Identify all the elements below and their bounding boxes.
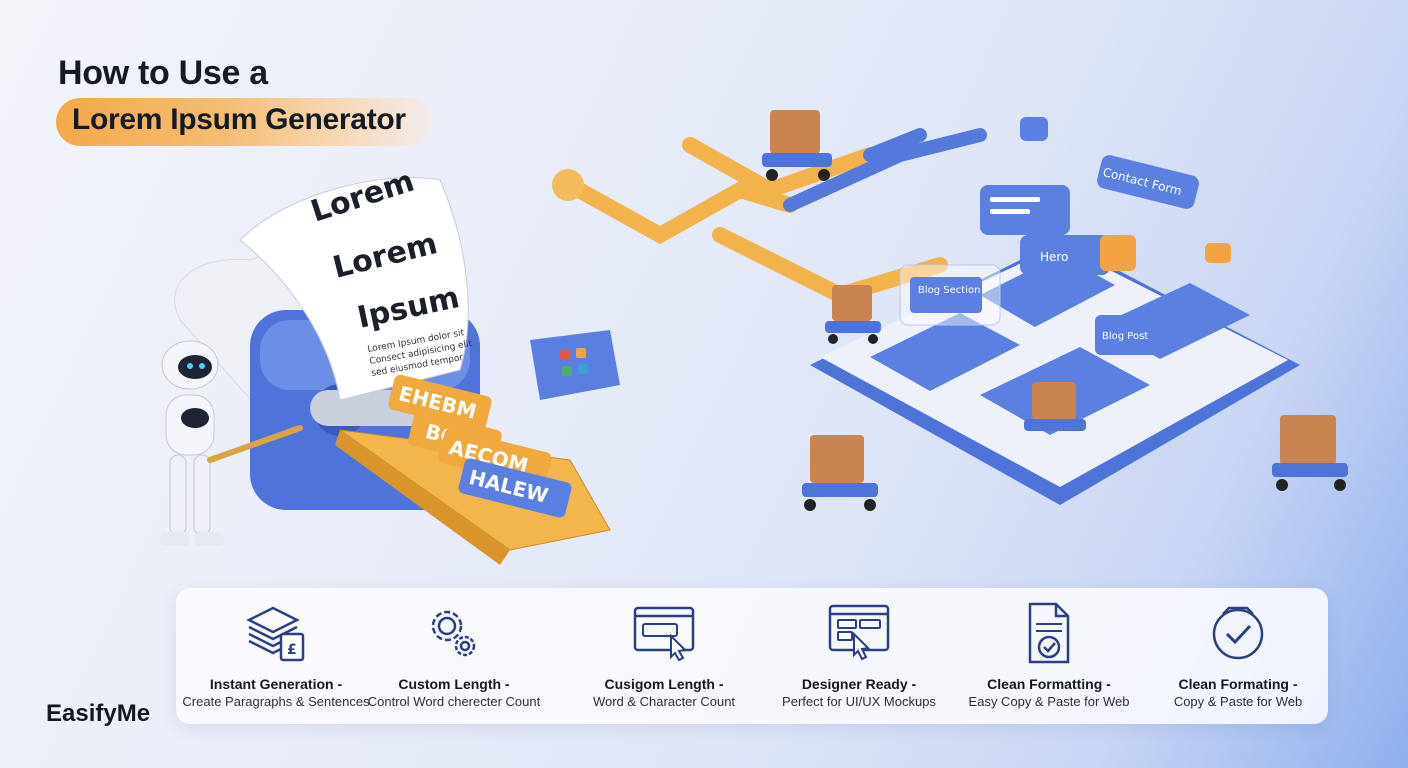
layout-click-icon	[828, 604, 890, 661]
feature-designer-ready: Designer Ready - Perfect for UI/UX Mocku…	[761, 600, 957, 710]
feature-clean-formating-2: Clean Formating - Copy & Paste for Web	[1140, 600, 1336, 710]
cart-platform	[1024, 382, 1086, 431]
feature-custom-length: Custom Length - Control Word cherecter C…	[356, 600, 552, 710]
feature-title: Instant Generation -	[209, 676, 343, 692]
badge-check-icon	[1212, 606, 1264, 660]
card-hero: Hero	[1040, 250, 1068, 264]
document-check-icon	[1028, 602, 1070, 664]
gears-icon	[431, 610, 476, 657]
cart-bottom-left	[802, 435, 878, 511]
features-panel	[176, 588, 1328, 724]
title-line-1: How to Use a	[58, 54, 268, 92]
hero-layout-illustration: Blog Section Hero Blog Post Contact Form	[552, 110, 1348, 511]
feature-title: Custom Length -	[398, 676, 510, 692]
cart-right	[1272, 415, 1348, 491]
feature-clean-formatting: Clean Formatting - Easy Copy & Paste for…	[951, 600, 1147, 710]
feature-subtitle: Copy & Paste for Web	[1173, 694, 1303, 709]
feature-instant-generation: £ Instant Generation - Create Paragraphs…	[178, 600, 374, 710]
feature-cusigom-length: Cusigom Length - Word & Character Count	[566, 600, 762, 710]
feature-subtitle: Perfect for UI/UX Mockups	[782, 694, 936, 709]
robot	[160, 340, 303, 546]
card-blog-post: Blog Post	[1102, 331, 1148, 342]
feature-subtitle: Word & Character Count	[592, 694, 736, 709]
title-highlight-pill	[56, 98, 432, 146]
feature-title: Clean Formating -	[1178, 676, 1298, 692]
feature-subtitle: Easy Copy & Paste for Web	[968, 694, 1130, 709]
hero-printer-illustration: Lorem Lorem Ipsum Lorem Ipsum dolor sit …	[160, 164, 620, 565]
feature-title: Cusigom Length -	[604, 676, 724, 692]
feature-subtitle: Control Word cherecter Count	[367, 694, 541, 709]
title-line-2: Lorem Ipsum Generator	[72, 103, 406, 136]
cart-top	[762, 110, 832, 181]
feature-title: Designer Ready -	[801, 676, 917, 692]
browser-cursor-icon	[633, 606, 695, 662]
cart-middle	[825, 285, 881, 344]
feature-title: Clean Formatting -	[987, 676, 1111, 692]
svg-text:£: £	[287, 642, 297, 658]
stacked-pages-icon: £	[246, 606, 305, 662]
feature-subtitle: Create Paragraphs & Sentences	[182, 694, 370, 709]
brand-logo-text: EasifyMe	[46, 700, 151, 727]
card-blog-section: Blog Section	[918, 285, 980, 296]
